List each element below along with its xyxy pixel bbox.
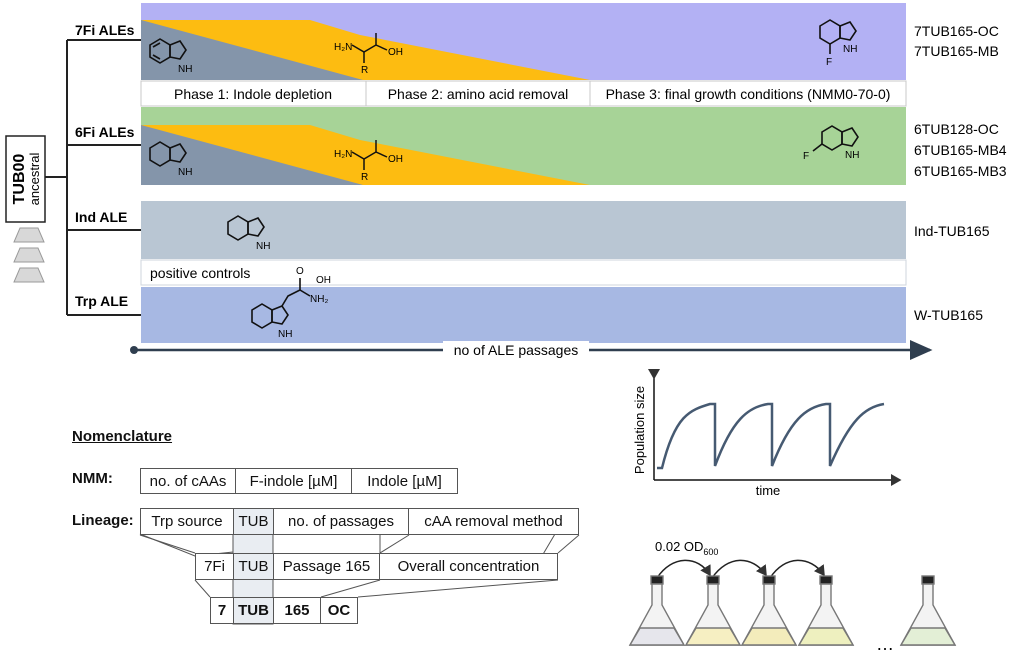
lane-ind-band (141, 201, 906, 259)
lane-6fi-indole-wedge (141, 125, 363, 185)
lineage-row1-passages: no. of passages (273, 508, 409, 535)
ancestor-sub: ancestral (27, 153, 42, 206)
flask-3 (740, 575, 798, 646)
lineage-row1-removal-method: cAA removal method (408, 508, 579, 535)
lineage-row2-tub: TUB (233, 553, 274, 580)
trp-o: O (296, 266, 304, 277)
lane-trp-band (141, 287, 906, 343)
indole-molecule-7fi (149, 38, 187, 64)
phase-1-box (140, 80, 367, 107)
strain-6tub165-mb4: 6TUB165-MB4 (914, 142, 1007, 158)
strain-ind-tub165: Ind-TUB165 (914, 223, 990, 239)
fluoroindole-7f-molecule (819, 19, 857, 54)
lineage-tree (45, 39, 141, 316)
indole-nh-7fi: NH (178, 64, 192, 75)
lineage-label: Lineage: (72, 512, 134, 529)
indole-molecule-6fi (149, 141, 187, 167)
indole-molecule-ind (227, 215, 265, 241)
phase-3-label: Phase 3: final growth conditions (NMM0-7… (606, 86, 891, 102)
lane-6fi-label: 6Fi ALEs (75, 124, 135, 140)
nmm-field-f-indole: F-indole [µM] (235, 468, 352, 494)
flask-2 (684, 575, 742, 646)
growth-plot (648, 369, 902, 486)
strain-7tub165-mb: 7TUB165-MB (914, 43, 999, 59)
lane-ind-label: Ind ALE (75, 209, 127, 225)
fluoroindole-6f-nh: NH (845, 150, 859, 161)
culture-flasks (628, 575, 957, 646)
fluoroindole-6f-molecule (812, 125, 859, 152)
fluoroindole-7f-f: F (826, 57, 832, 68)
lane-7fi-indole-wedge (141, 20, 363, 80)
flask-ellipsis: … (876, 634, 894, 654)
trp-nh: NH (278, 329, 292, 340)
fluoroindole-6f-f: F (803, 151, 809, 162)
flask-1 (628, 575, 686, 646)
growth-curve (657, 402, 885, 470)
strain-7tub165-oc: 7TUB165-OC (914, 23, 999, 39)
lineage-row2-passage-165: Passage 165 (273, 553, 380, 580)
positive-controls-box (140, 259, 907, 286)
amino-acid-molecule-7fi (351, 33, 388, 63)
passage-axis-label: no of ALE passages (454, 342, 579, 358)
flask-4 (797, 575, 855, 646)
nmm-field-caas: no. of cAAs (140, 468, 236, 494)
nmm-label: NMM: (72, 470, 113, 487)
growth-plot-xlabel: time (756, 483, 781, 498)
lineage-row3-oc: OC (320, 597, 358, 624)
phase-3-box (589, 80, 907, 107)
strain-6tub165-mb3: 6TUB165-MB3 (914, 163, 1007, 179)
growth-plot-ylabel: Population size (632, 386, 647, 474)
lineage-row3-7: 7 (210, 597, 234, 624)
amino-acid-molecule-6fi (351, 140, 388, 170)
lineage-row2-overall-concentration: Overall concentration (379, 553, 558, 580)
indole-nh-ind: NH (256, 241, 270, 252)
passage-axis-origin (130, 346, 138, 354)
aa-r-7fi: R (361, 65, 368, 76)
lineage-row1-tub: TUB (233, 508, 274, 535)
trp-oh: OH (316, 275, 331, 286)
lineage-row3-tub: TUB (233, 597, 274, 624)
aa-r-6fi: R (361, 172, 368, 183)
nomenclature-title: Nomenclature (72, 428, 173, 445)
transfer-arcs (656, 559, 825, 579)
phase-1-label: Phase 1: Indole depletion (174, 86, 332, 102)
ancestor-flask-icons (13, 227, 45, 283)
aa-oh-6fi: OH (388, 154, 403, 165)
ancestor-name: TUB00 (11, 154, 28, 205)
fluoroindole-7f-nh: NH (843, 44, 857, 55)
positive-controls-label: positive controls (150, 265, 250, 281)
lineage-row1-trp-source: Trp source (140, 508, 234, 535)
aa-h2n-7fi: H₂N (334, 42, 352, 53)
strain-6tub128-oc: 6TUB128-OC (914, 121, 999, 137)
aa-h2n-6fi: H₂N (334, 149, 352, 160)
tryptophan-molecule (251, 278, 311, 329)
trp-nh2: NH₂ (310, 294, 328, 305)
phase-2-box (365, 80, 591, 107)
lineage-row2-7fi: 7Fi (195, 553, 234, 580)
lane-7fi-label: 7Fi ALEs (75, 22, 135, 38)
ancestor-box (5, 135, 46, 223)
phase-2-label: Phase 2: amino acid removal (388, 86, 569, 102)
aa-oh-7fi: OH (388, 47, 403, 58)
strain-w-tub165: W-TUB165 (914, 307, 983, 323)
lineage-row3-165: 165 (273, 597, 321, 624)
flask-final (899, 575, 957, 646)
lane-trp-label: Trp ALE (75, 293, 128, 309)
transfer-label: 0.02 OD600 (655, 539, 718, 557)
nmm-field-indole: Indole [µM] (351, 468, 458, 494)
indole-nh-6fi: NH (178, 167, 192, 178)
